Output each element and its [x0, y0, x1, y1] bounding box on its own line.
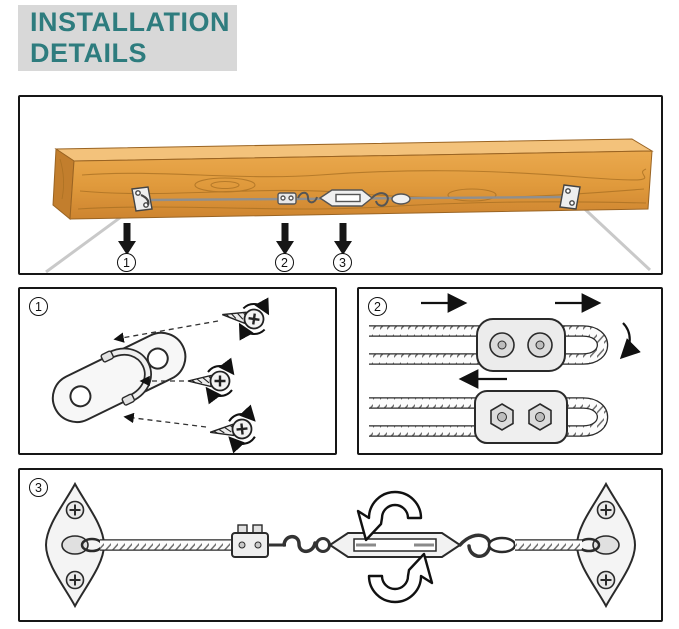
left-pad-eye — [131, 186, 153, 212]
rope-thimble-loop — [487, 536, 517, 554]
plate-hole-top — [69, 385, 92, 408]
s-hook — [282, 534, 317, 554]
step1-panel: 1 — [18, 287, 337, 455]
ferrule-small — [391, 193, 411, 205]
pad-eye-plate — [51, 331, 187, 424]
threading-direction-arrows — [421, 293, 641, 389]
rope-clip-top-view — [369, 293, 641, 389]
rope-clamp — [231, 524, 269, 558]
title-block: INSTALLATION DETAILS — [18, 5, 237, 71]
callout-number-1: 1 — [117, 253, 136, 272]
insertion-guides — [113, 320, 219, 428]
rope-clip-illustration — [369, 293, 641, 444]
turnbuckle-left-eye — [315, 537, 331, 553]
screw-with-rotation-arrows-2 — [188, 366, 232, 396]
duplex-clip-nut-side — [474, 390, 568, 444]
turnbuckle-right-hook — [458, 533, 492, 559]
step3-panel: 3 — [18, 468, 663, 622]
page-title-line-2: DETAILS — [30, 38, 147, 68]
page-title-line-1: INSTALLATION — [30, 7, 230, 37]
step1-badge: 1 — [29, 297, 48, 316]
middle-hardware — [277, 189, 411, 207]
left-diamond-pad-eye — [44, 482, 106, 608]
screw-with-rotation-arrows-3 — [209, 413, 256, 447]
down-arrow-2 — [276, 223, 294, 255]
turnbuckle — [315, 532, 492, 559]
step2-badge: 2 — [368, 297, 387, 316]
wooden-beam — [52, 138, 654, 221]
callout-number-2: 2 — [275, 253, 294, 272]
rope-clip-bottom-view — [369, 390, 609, 444]
rotate-arrow-bottom — [367, 552, 434, 604]
callout-arrows — [118, 223, 352, 255]
rope-loop — [369, 326, 607, 364]
s-hook-small — [297, 191, 318, 204]
step3-badge: 3 — [29, 478, 48, 497]
right-diamond-pad-eye — [575, 482, 637, 608]
callout-number-3: 3 — [333, 253, 352, 272]
step2-panel: 2 — [357, 287, 663, 455]
down-arrow-1 — [118, 223, 136, 255]
duplex-clip-plate — [476, 318, 566, 372]
down-arrow-3 — [334, 223, 352, 255]
assembly-illustration — [44, 482, 637, 608]
beam-illustration — [45, 138, 654, 273]
overview-panel: 1 2 3 — [18, 95, 663, 275]
right-pad-eye — [559, 184, 581, 210]
hook-small — [371, 192, 389, 207]
screw-with-rotation-arrows-1 — [220, 300, 268, 336]
pad-eye-screws-illustration — [51, 289, 335, 453]
